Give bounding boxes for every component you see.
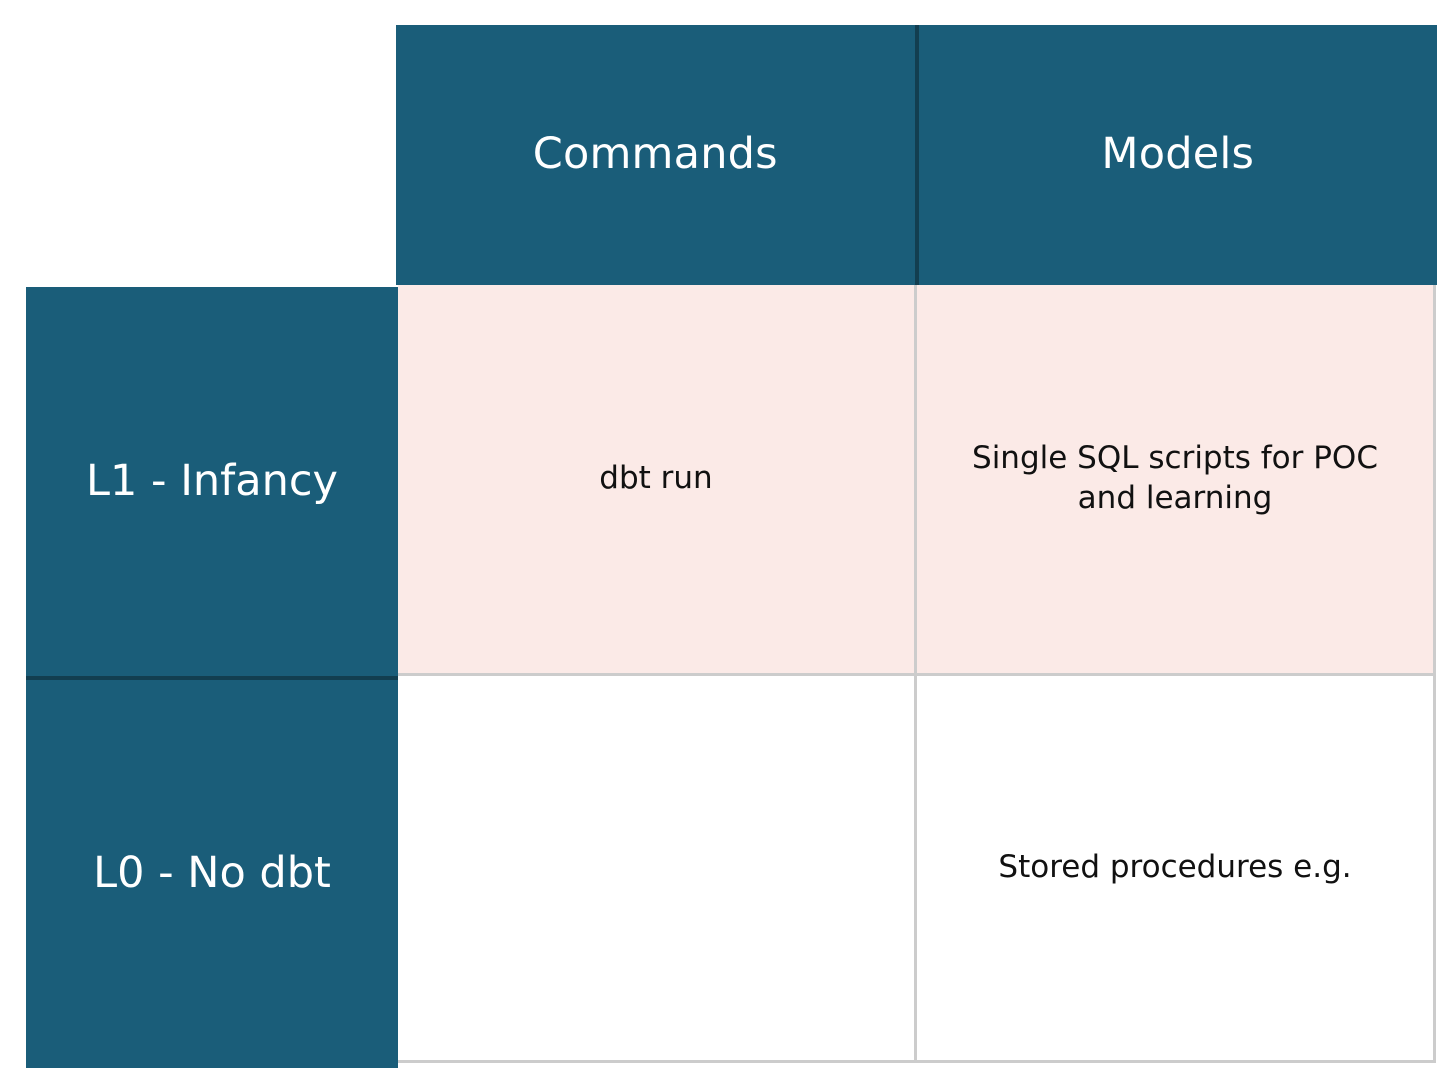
cell-l0-commands[interactable]	[398, 676, 914, 1061]
cell-l1-commands[interactable]: dbt run	[398, 285, 914, 673]
cell-l0-models-text: Stored procedures e.g.	[998, 848, 1352, 885]
column-header-commands-label: Commands	[532, 129, 778, 180]
column-header-models-label: Models	[1101, 129, 1255, 180]
row-header-l0-no-dbt-label: L0 - No dbt	[93, 848, 331, 899]
row-header-l1-infancy-label: L1 - Infancy	[86, 455, 338, 506]
cell-l1-models-text: Single SQL scripts for POC and learning	[972, 440, 1378, 516]
cell-l0-models[interactable]: Stored procedures e.g.	[914, 675, 1433, 1060]
table-row: dbt run Single SQL scripts for POC and l…	[398, 285, 1433, 673]
row-header-l1-infancy[interactable]: L1 - Infancy	[26, 287, 398, 676]
row-header-l0-no-dbt[interactable]: L0 - No dbt	[26, 679, 398, 1068]
column-header-row: Commands Models	[396, 25, 1437, 285]
matrix-corner-cell	[0, 0, 396, 285]
column-header-models[interactable]: Models	[918, 25, 1437, 285]
row-header-column: L1 - Infancy L0 - No dbt	[26, 287, 398, 1068]
table-row: Stored procedures e.g.	[398, 672, 1433, 1061]
cell-l1-commands-text: dbt run	[599, 459, 713, 496]
column-header-commands[interactable]: Commands	[396, 25, 915, 285]
cell-l1-models[interactable]: Single SQL scripts for POC and learning	[914, 285, 1433, 673]
matrix-body: dbt run Single SQL scripts for POC and l…	[398, 285, 1436, 1063]
